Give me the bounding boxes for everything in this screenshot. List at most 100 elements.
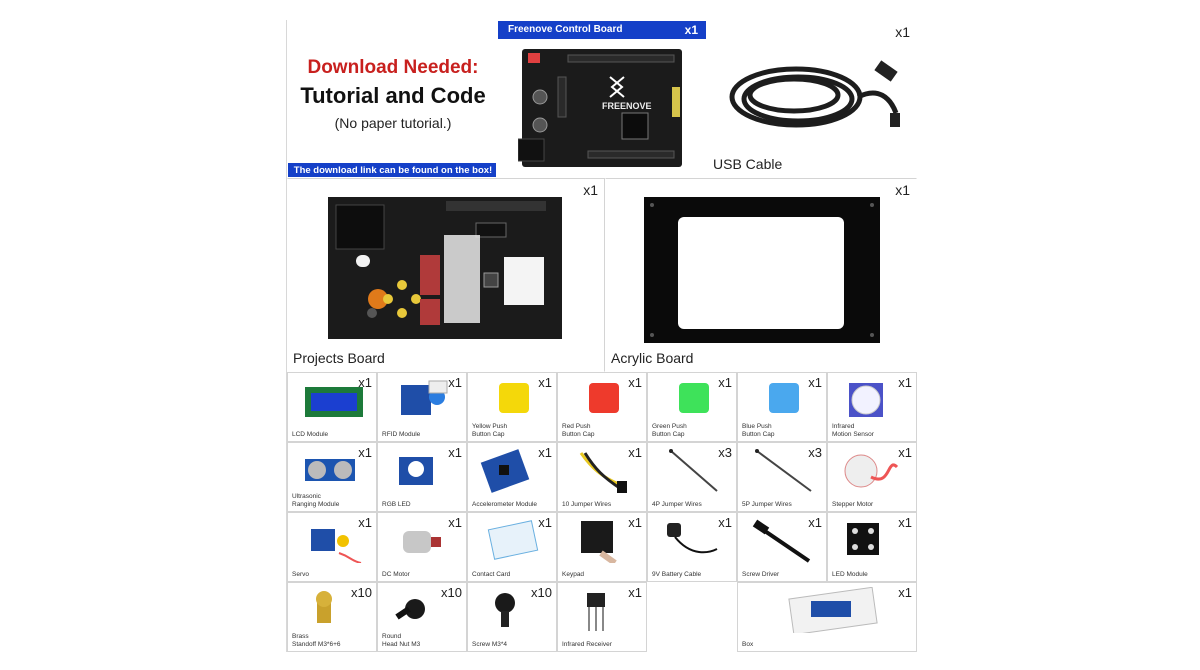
control-board-cell: Freenove Control Board x1 FREENOVE — [497, 20, 707, 178]
download-title: Tutorial and Code — [300, 83, 486, 108]
projects-board-cell: x1 Projects Board — [287, 178, 605, 372]
part-qty: x10 — [531, 585, 552, 600]
part-label: Screw Driver — [742, 570, 780, 578]
part-image — [399, 457, 433, 485]
control-board-title: Freenove Control Board — [508, 24, 623, 35]
part-image — [844, 454, 899, 488]
part-qty: x1 — [718, 375, 732, 390]
part-label: Yellow Push Button Cap — [472, 423, 508, 438]
part-image — [755, 449, 812, 492]
part-label: Green Push Button Cap — [652, 423, 687, 438]
part-image — [788, 587, 878, 633]
part-label: Round Head Nut M3 — [382, 633, 421, 648]
part-image — [495, 593, 515, 627]
part-qty: x1 — [898, 375, 912, 390]
download-headline: Download Needed: — [307, 57, 479, 78]
part-label: Blue Push Button Cap — [742, 423, 775, 438]
part-image — [487, 520, 539, 560]
control-board-header: Freenove Control Board x1 — [498, 21, 706, 39]
part-qty: x3 — [808, 445, 822, 460]
part-label: Box — [742, 640, 754, 648]
part-image — [752, 519, 811, 563]
part-label: Keypad — [562, 570, 585, 578]
part-label: Contact Card — [472, 570, 511, 578]
part-qty: x1 — [538, 445, 552, 460]
part-label: 9V Battery Cable — [652, 570, 702, 578]
part-qty: x1 — [628, 445, 642, 460]
part-label: Brass Standoff M3*6+6 — [292, 633, 341, 648]
part-qty: x1 — [898, 445, 912, 460]
part-label: Stepper Motor — [832, 500, 874, 508]
part-label: Screw M3*4 — [472, 640, 508, 648]
part-qty: x1 — [538, 375, 552, 390]
acrylic-board-qty: x1 — [895, 182, 910, 198]
part-qty: x1 — [448, 445, 462, 460]
part-label: 10 Jumper Wires — [562, 500, 612, 508]
part-image — [579, 452, 627, 493]
part-image — [499, 383, 529, 413]
part-qty: x1 — [628, 515, 642, 530]
part-label: Infrared Motion Sensor — [832, 423, 874, 438]
usb-cable-label: USB Cable — [713, 156, 783, 172]
part-image — [395, 599, 425, 620]
control-board-brand: FREENOVE — [602, 101, 652, 111]
part-image — [667, 523, 718, 554]
control-board-image: FREENOVE — [518, 49, 682, 167]
part-image — [305, 459, 355, 481]
part-label: LCD Module — [292, 430, 329, 438]
part-qty: x1 — [358, 375, 372, 390]
download-banner: The download link can be found on the bo… — [288, 163, 496, 177]
part-label: RGB LED — [382, 500, 411, 508]
part-image — [679, 383, 709, 413]
part-label: Infrared Receiver — [562, 640, 612, 648]
part-qty: x10 — [441, 585, 462, 600]
part-qty: x1 — [898, 585, 912, 600]
part-qty: x3 — [718, 445, 732, 460]
part-qty: x1 — [628, 375, 642, 390]
part-label: LED Module — [832, 570, 868, 578]
projects-board-qty: x1 — [583, 182, 598, 198]
part-image — [847, 523, 879, 555]
acrylic-board-image — [644, 197, 880, 343]
control-board-qty: x1 — [684, 23, 698, 37]
part-image — [587, 593, 605, 631]
part-label: Accelerometer Module — [472, 500, 538, 508]
part-qty: x1 — [718, 515, 732, 530]
acrylic-board-label: Acrylic Board — [611, 350, 694, 366]
part-label: Ultrasonic Ranging Module — [292, 493, 340, 508]
part-qty: x1 — [358, 515, 372, 530]
usb-cable-qty: x1 — [895, 24, 910, 40]
part-label: DC Motor — [382, 570, 410, 578]
part-image — [769, 383, 799, 413]
usb-cable-cell: x1 USB Cable — [707, 20, 917, 178]
part-item: x1 9V Battery Cable — [647, 512, 737, 582]
part-qty: x1 — [538, 515, 552, 530]
part-image — [403, 531, 441, 553]
part-qty: x1 — [448, 375, 462, 390]
part-label: RFID Module — [382, 430, 421, 438]
projects-board-label: Projects Board — [293, 350, 385, 366]
part-qty: x1 — [808, 515, 822, 530]
part-label: Red Push Button Cap — [562, 423, 595, 438]
kit-contents-sheet: Download Needed: Tutorial and Code (No p… — [286, 20, 917, 652]
